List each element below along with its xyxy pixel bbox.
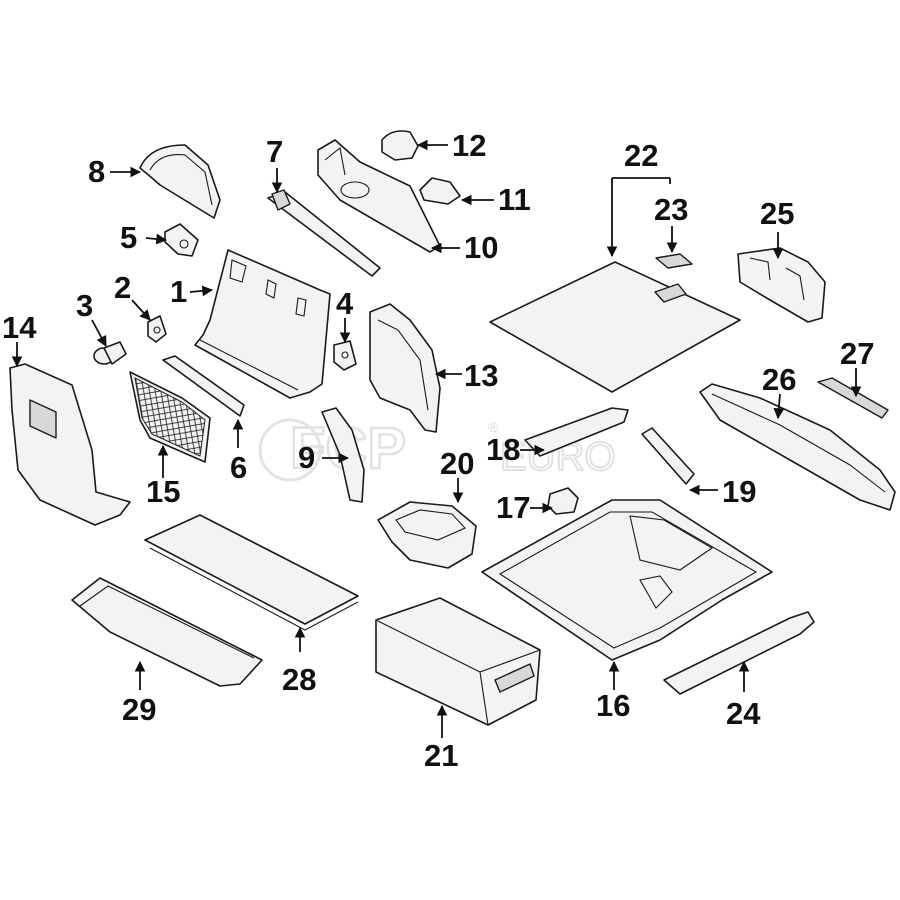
callout-2[interactable]: 2 <box>114 270 131 305</box>
callout-4[interactable]: 4 <box>336 286 354 321</box>
callout-labels: 8 5 2 3 1 6 7 10 11 12 4 13 9 14 15 16 1… <box>2 128 874 773</box>
leader-lines <box>11 139 862 738</box>
callout-19[interactable]: 19 <box>722 474 756 509</box>
callout-24[interactable]: 24 <box>726 696 761 731</box>
part-28-floor-board[interactable] <box>144 514 359 631</box>
part-15-net[interactable] <box>129 371 211 463</box>
part-21-battery[interactable] <box>375 597 541 726</box>
callout-10[interactable]: 10 <box>464 230 498 265</box>
callout-3[interactable]: 3 <box>76 288 93 323</box>
callout-12[interactable]: 12 <box>452 128 486 163</box>
callout-13[interactable]: 13 <box>464 358 498 393</box>
part-1-rear-panel[interactable] <box>194 249 331 399</box>
part-12-cap[interactable] <box>381 130 419 161</box>
callout-8[interactable]: 8 <box>88 154 105 189</box>
part-3-plug[interactable] <box>93 341 127 365</box>
callout-22[interactable]: 22 <box>624 138 658 173</box>
callout-7[interactable]: 7 <box>266 134 283 169</box>
callout-29[interactable]: 29 <box>122 692 156 727</box>
part-5-plate[interactable] <box>164 223 199 257</box>
part-25-bracket[interactable] <box>737 247 826 323</box>
part-14-left-panel[interactable] <box>9 363 131 526</box>
callout-26[interactable]: 26 <box>762 362 796 397</box>
callout-9[interactable]: 9 <box>298 440 315 475</box>
callout-20[interactable]: 20 <box>440 446 474 481</box>
part-22-floor-mat[interactable] <box>489 261 741 393</box>
part-7-bracket[interactable] <box>267 189 381 277</box>
callout-16[interactable]: 16 <box>596 688 630 723</box>
callout-5[interactable]: 5 <box>120 220 137 255</box>
part-27-strip[interactable] <box>817 377 889 419</box>
part-23-pad[interactable] <box>655 253 693 269</box>
callout-1[interactable]: 1 <box>170 274 187 309</box>
callout-27[interactable]: 27 <box>840 336 874 371</box>
callout-23[interactable]: 23 <box>654 192 688 227</box>
callout-18[interactable]: 18 <box>486 432 520 467</box>
part-8-trim-bracket[interactable] <box>139 144 221 219</box>
part-26-sill[interactable] <box>699 383 896 511</box>
part-20-storage-box[interactable] <box>377 501 477 569</box>
callout-6[interactable]: 6 <box>230 450 247 485</box>
watermark-registered: ® <box>488 419 499 435</box>
part-17-clip[interactable] <box>547 487 579 515</box>
part-4-clip[interactable] <box>333 340 357 371</box>
callout-25[interactable]: 25 <box>760 196 794 231</box>
part-6-strip[interactable] <box>162 355 245 417</box>
part-2-clip[interactable] <box>147 315 167 343</box>
callout-28[interactable]: 28 <box>282 662 316 697</box>
part-13-side-trim[interactable] <box>369 303 441 433</box>
callout-11[interactable]: 11 <box>498 182 531 217</box>
part-24-sill-plate[interactable] <box>663 611 815 695</box>
part-19-bar[interactable] <box>641 427 695 485</box>
callout-17[interactable]: 17 <box>496 490 530 525</box>
callout-15[interactable]: 15 <box>146 474 180 509</box>
callout-14[interactable]: 14 <box>2 310 37 345</box>
part-29-cargo-cover[interactable] <box>71 577 263 687</box>
part-16-cargo-tray[interactable] <box>481 499 773 661</box>
part-11-clip-bracket[interactable] <box>419 177 461 205</box>
callout-21[interactable]: 21 <box>424 738 458 773</box>
